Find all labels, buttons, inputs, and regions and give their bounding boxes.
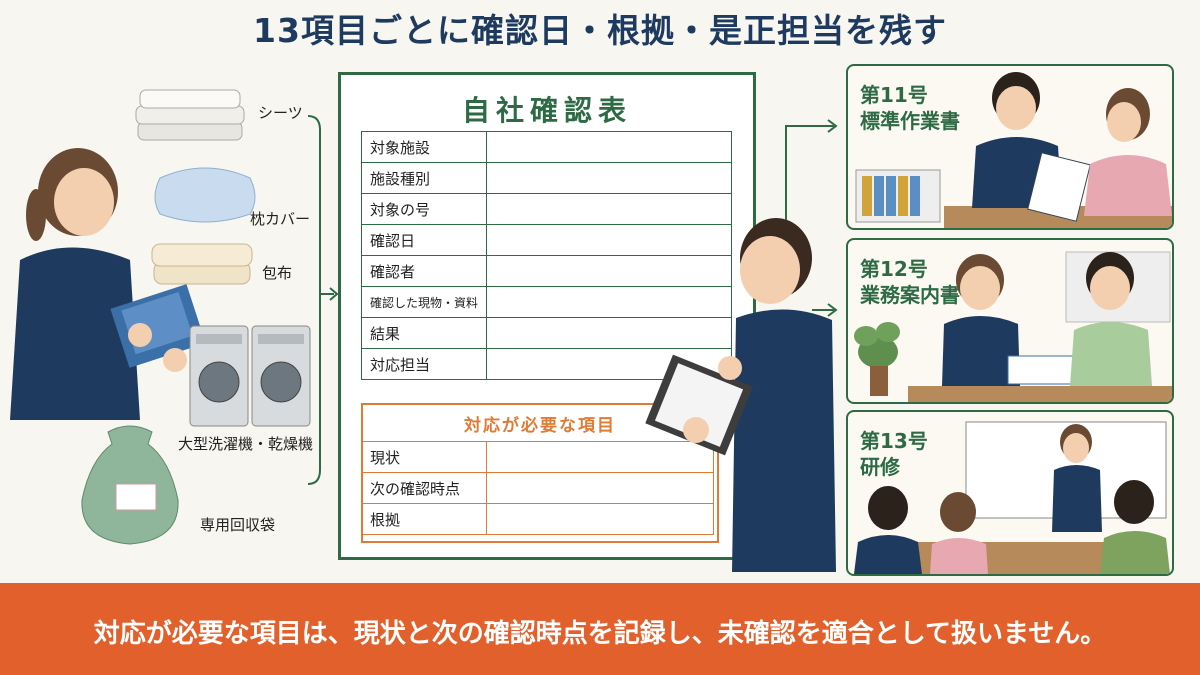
row-value-field[interactable] [486, 255, 732, 287]
row-value-field[interactable] [486, 162, 732, 194]
row-label: 対象の号 [361, 193, 487, 225]
row-label: 根拠 [361, 503, 487, 535]
table-row: 対象施設 [361, 131, 732, 163]
panel-number: 第12号 [860, 257, 928, 281]
table-row: 現状 [361, 441, 714, 473]
bracket-connector [307, 115, 339, 485]
bag-illustration [81, 425, 179, 545]
row-label: 確認日 [361, 224, 487, 256]
panel-number: 第13号 [860, 429, 928, 453]
row-label: 確認者 [361, 255, 487, 287]
action-required-section: 対応が必要な項目 現状 次の確認時点 根拠 [361, 403, 719, 543]
row-value-field[interactable] [486, 472, 714, 504]
row-label: 対象施設 [361, 131, 487, 163]
panel-name: 研修 [860, 455, 900, 479]
panel-12-illustration [854, 251, 1172, 402]
staff-illustration-left [10, 148, 206, 420]
row-value-field[interactable] [486, 503, 714, 535]
action-required-table: 現状 次の確認時点 根拠 [361, 441, 714, 535]
bottom-banner: 対応が必要な項目は、現状と次の確認時点を記録し、未確認を適合として扱いません。 [0, 583, 1200, 675]
table-row: 確認した現物・資料 [361, 286, 732, 318]
panel-12: 第12号 業務案内書 [846, 238, 1174, 404]
table-row: 根拠 [361, 503, 714, 535]
confirmation-form: 自社確認表 対象施設 施設種別 対象の号 確認日 確認者 確認した現物・資料 結… [338, 72, 756, 560]
label-pillow: 枕カバー [250, 210, 311, 228]
staff-illustration-center [645, 218, 836, 572]
page-title: 13項目ごとに確認日・根拠・是正担当を残す [253, 11, 947, 50]
machines-illustration [189, 325, 311, 427]
sheets-illustration [135, 89, 245, 141]
label-wrap: 包布 [262, 264, 293, 282]
row-label: 確認した現物・資料 [361, 286, 487, 318]
table-row: 確認日 [361, 224, 732, 256]
wrap-illustration [151, 243, 253, 285]
form-title: 自社確認表 [461, 94, 632, 127]
panel-13-illustration [854, 421, 1170, 574]
row-label: 対応担当 [361, 348, 487, 380]
table-row: 次の確認時点 [361, 472, 714, 504]
panel-11: 第11号 標準作業書 [846, 64, 1174, 230]
panel-name: 業務案内書 [860, 283, 960, 307]
panel-11-illustration [855, 72, 1172, 228]
panel-12-title: 第12号 業務案内書 [860, 256, 960, 308]
row-value-field[interactable] [486, 193, 732, 225]
banner-text: 対応が必要な項目は、現状と次の確認時点を記録し、未確認を適合として扱いません。 [93, 619, 1107, 649]
label-bag: 専用回収袋 [200, 516, 276, 534]
label-machines: 大型洗濯機・乾燥機 [178, 435, 314, 453]
row-value-field[interactable] [486, 441, 714, 473]
panel-name: 標準作業書 [860, 109, 960, 133]
table-row: 対象の号 [361, 193, 732, 225]
row-label: 結果 [361, 317, 487, 349]
panel-13-title: 第13号 研修 [860, 428, 928, 480]
row-label: 次の確認時点 [361, 472, 487, 504]
panel-arrows [785, 119, 838, 317]
table-row: 確認者 [361, 255, 732, 287]
action-required-title: 対応が必要な項目 [464, 416, 616, 436]
row-label: 施設種別 [361, 162, 487, 194]
label-sheets: シーツ [258, 104, 303, 122]
panel-13: 第13号 研修 [846, 410, 1174, 576]
row-label: 現状 [361, 441, 487, 473]
pillow-illustration [154, 167, 256, 223]
row-value-field[interactable] [486, 224, 732, 256]
form-table: 対象施設 施設種別 対象の号 確認日 確認者 確認した現物・資料 結果 対応担当 [361, 131, 732, 380]
panel-number: 第11号 [860, 83, 928, 107]
table-row: 施設種別 [361, 162, 732, 194]
row-value-field[interactable] [486, 131, 732, 163]
table-row: 結果 [361, 317, 732, 349]
panel-11-title: 第11号 標準作業書 [860, 82, 960, 134]
